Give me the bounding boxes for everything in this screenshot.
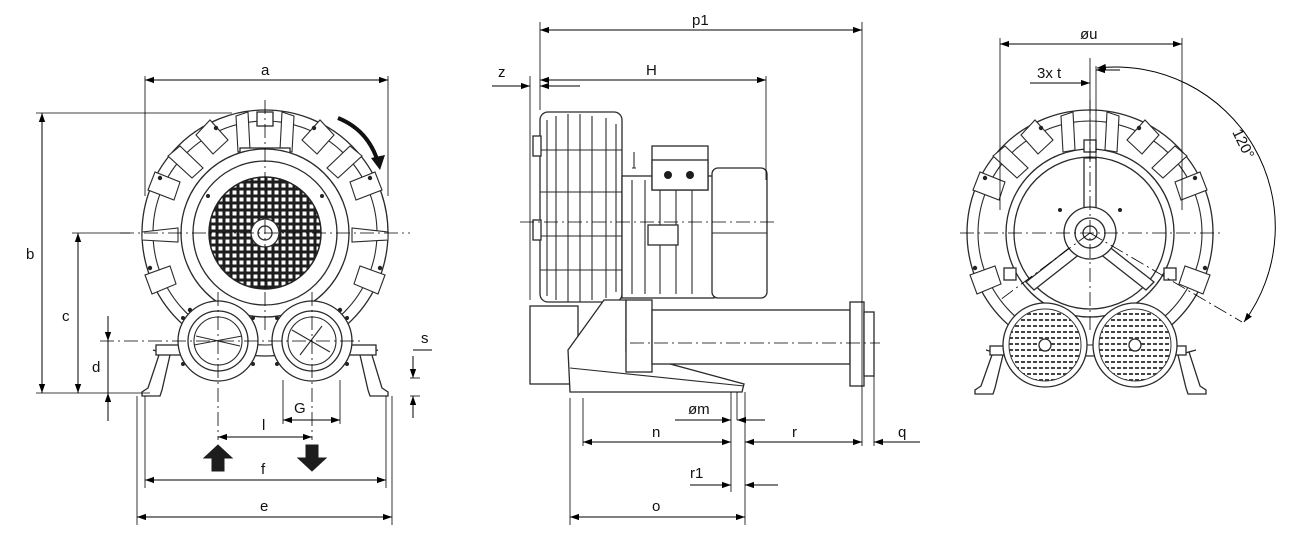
front-view: a b c d s G l f e (26, 62, 432, 525)
dim-label-m: øm (688, 401, 710, 418)
dim-label-a: a (261, 62, 270, 79)
dim-label-r: r (792, 424, 797, 441)
rear-silencer-left (1002, 302, 1088, 388)
dim-label-n: n (652, 424, 660, 441)
dim-label-f: f (261, 461, 266, 478)
dim-label-c: c (62, 308, 70, 325)
dim-label-l: l (262, 417, 265, 434)
dim-label-s: s (421, 330, 429, 347)
front-blower-body (141, 109, 389, 397)
dim-label-o: o (652, 498, 660, 515)
rotation-arrow (337, 116, 380, 163)
rear-view: øu 3x t 120° (960, 26, 1276, 395)
dim-label-u: øu (1080, 26, 1098, 43)
dim-label-q: q (898, 424, 906, 441)
dim-label-H: H (646, 62, 657, 79)
dim-label-d: d (92, 359, 100, 376)
dim-label-G: G (294, 400, 306, 417)
dim-label-angle: 120° (1228, 126, 1257, 161)
rear-blower-body (960, 100, 1243, 395)
rear-silencer-right (1092, 302, 1178, 388)
dim-label-r1: r1 (690, 465, 703, 482)
dim-label-z: z (498, 64, 506, 81)
side-view: p1 z H øm n r q r1 o (492, 12, 920, 525)
inlet-flow-arrow (202, 444, 234, 472)
outlet-flow-arrow (296, 444, 328, 472)
side-blower-body (520, 111, 880, 393)
dim-label-p1: p1 (692, 12, 709, 29)
dim-label-e: e (260, 498, 268, 515)
dim-label-b: b (26, 246, 34, 263)
dim-label-t: 3x t (1037, 65, 1062, 82)
